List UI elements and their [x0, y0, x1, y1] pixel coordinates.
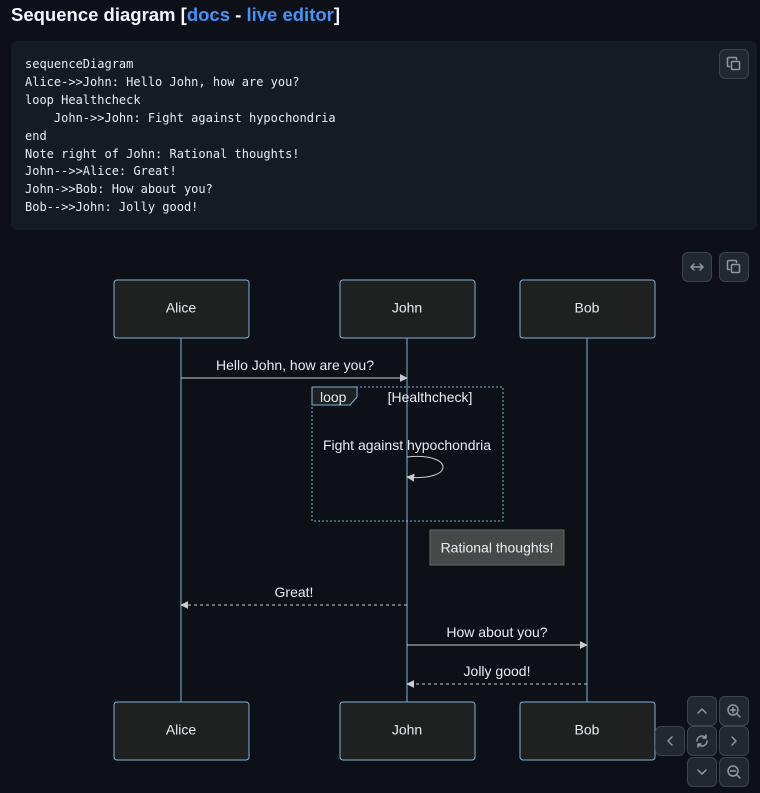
message-fight: Fight against hypochondria	[323, 437, 491, 482]
zoom-in-icon	[727, 704, 741, 718]
actor-label: Bob	[575, 722, 600, 738]
reset-view-button[interactable]	[687, 726, 717, 756]
chevron-down-icon	[697, 769, 707, 775]
message-label: How about you?	[446, 624, 547, 640]
actor-label: John	[392, 300, 422, 316]
arrows-horizontal-icon	[690, 263, 704, 271]
page-heading: Sequence diagram [docs - live editor]	[11, 4, 340, 26]
docs-link[interactable]: docs	[186, 4, 231, 25]
reset-icon	[696, 734, 708, 748]
code-line: loop Healthcheck	[25, 92, 141, 107]
actor-alice-top: Alice	[113, 279, 250, 339]
zoom-out-button[interactable]	[719, 757, 749, 787]
code-line: Alice->>John: Hello John, how are you?	[25, 74, 300, 89]
message-label: Jolly good!	[464, 663, 531, 679]
code-block: sequenceDiagram Alice->>John: Hello John…	[11, 41, 757, 230]
message-label: Fight against hypochondria	[323, 437, 491, 453]
message-great: Great!	[180, 584, 407, 609]
copy-code-button[interactable]	[719, 49, 749, 79]
chevron-up-icon	[697, 708, 707, 714]
copy-diagram-button[interactable]	[719, 252, 749, 282]
diagram-canvas: Alice John Bob Hello John, how are you? …	[113, 279, 656, 761]
sequence-diagram: Alice John Bob Hello John, how are you? …	[0, 250, 760, 788]
heading-open-bracket: [	[180, 4, 187, 25]
code-line: Bob-->>John: Jolly good!	[25, 200, 199, 215]
code-line: John->>Bob: How about you?	[25, 182, 213, 197]
heading-title: Sequence diagram	[11, 4, 176, 25]
code-line: Note right of John: Rational thoughts!	[25, 146, 300, 161]
loop-block: loop [Healthcheck]	[311, 386, 504, 522]
code-line: John->>John: Fight against hypochondria	[25, 110, 336, 125]
actor-label: John	[392, 722, 422, 738]
zoom-out-icon	[727, 765, 741, 779]
actor-alice-bottom: Alice	[113, 701, 250, 761]
code-line: end	[25, 128, 47, 143]
pan-left-button[interactable]	[655, 726, 685, 756]
copy-icon	[726, 259, 741, 274]
loop-label: [Healthcheck]	[388, 389, 473, 405]
message-label: Hello John, how are you?	[216, 357, 374, 373]
message-label: Great!	[275, 584, 314, 600]
actor-label: Alice	[166, 300, 197, 316]
message-jolly: Jolly good!	[406, 663, 587, 688]
zoom-in-button[interactable]	[719, 696, 749, 726]
actor-bob-top: Bob	[519, 279, 656, 339]
live-editor-link[interactable]: live editor	[246, 4, 334, 25]
actor-bob-bottom: Bob	[519, 701, 656, 761]
actor-label: Alice	[166, 722, 197, 738]
code-line: sequenceDiagram	[25, 57, 134, 71]
pan-right-button[interactable]	[719, 726, 749, 756]
chevron-right-icon	[731, 736, 737, 746]
copy-icon	[726, 56, 741, 71]
actor-john-top: John	[339, 279, 476, 339]
pan-down-button[interactable]	[687, 757, 717, 787]
code-source: sequenceDiagram Alice->>John: Hello John…	[25, 56, 336, 217]
chevron-left-icon	[667, 736, 673, 746]
note-rational: Rational thoughts!	[429, 529, 565, 566]
actor-label: Bob	[575, 300, 600, 316]
actor-john-bottom: John	[339, 701, 476, 761]
message-how-about: How about you?	[407, 624, 588, 649]
message-hello: Hello John, how are you?	[181, 357, 408, 382]
code-line: John-->>Alice: Great!	[25, 164, 177, 179]
heading-close-bracket: ]	[333, 4, 341, 25]
fullscreen-button[interactable]	[682, 252, 712, 282]
note-label: Rational thoughts!	[441, 540, 554, 556]
loop-keyword: loop	[320, 389, 347, 405]
pan-up-button[interactable]	[687, 696, 717, 726]
heading-separator: -	[230, 4, 247, 25]
